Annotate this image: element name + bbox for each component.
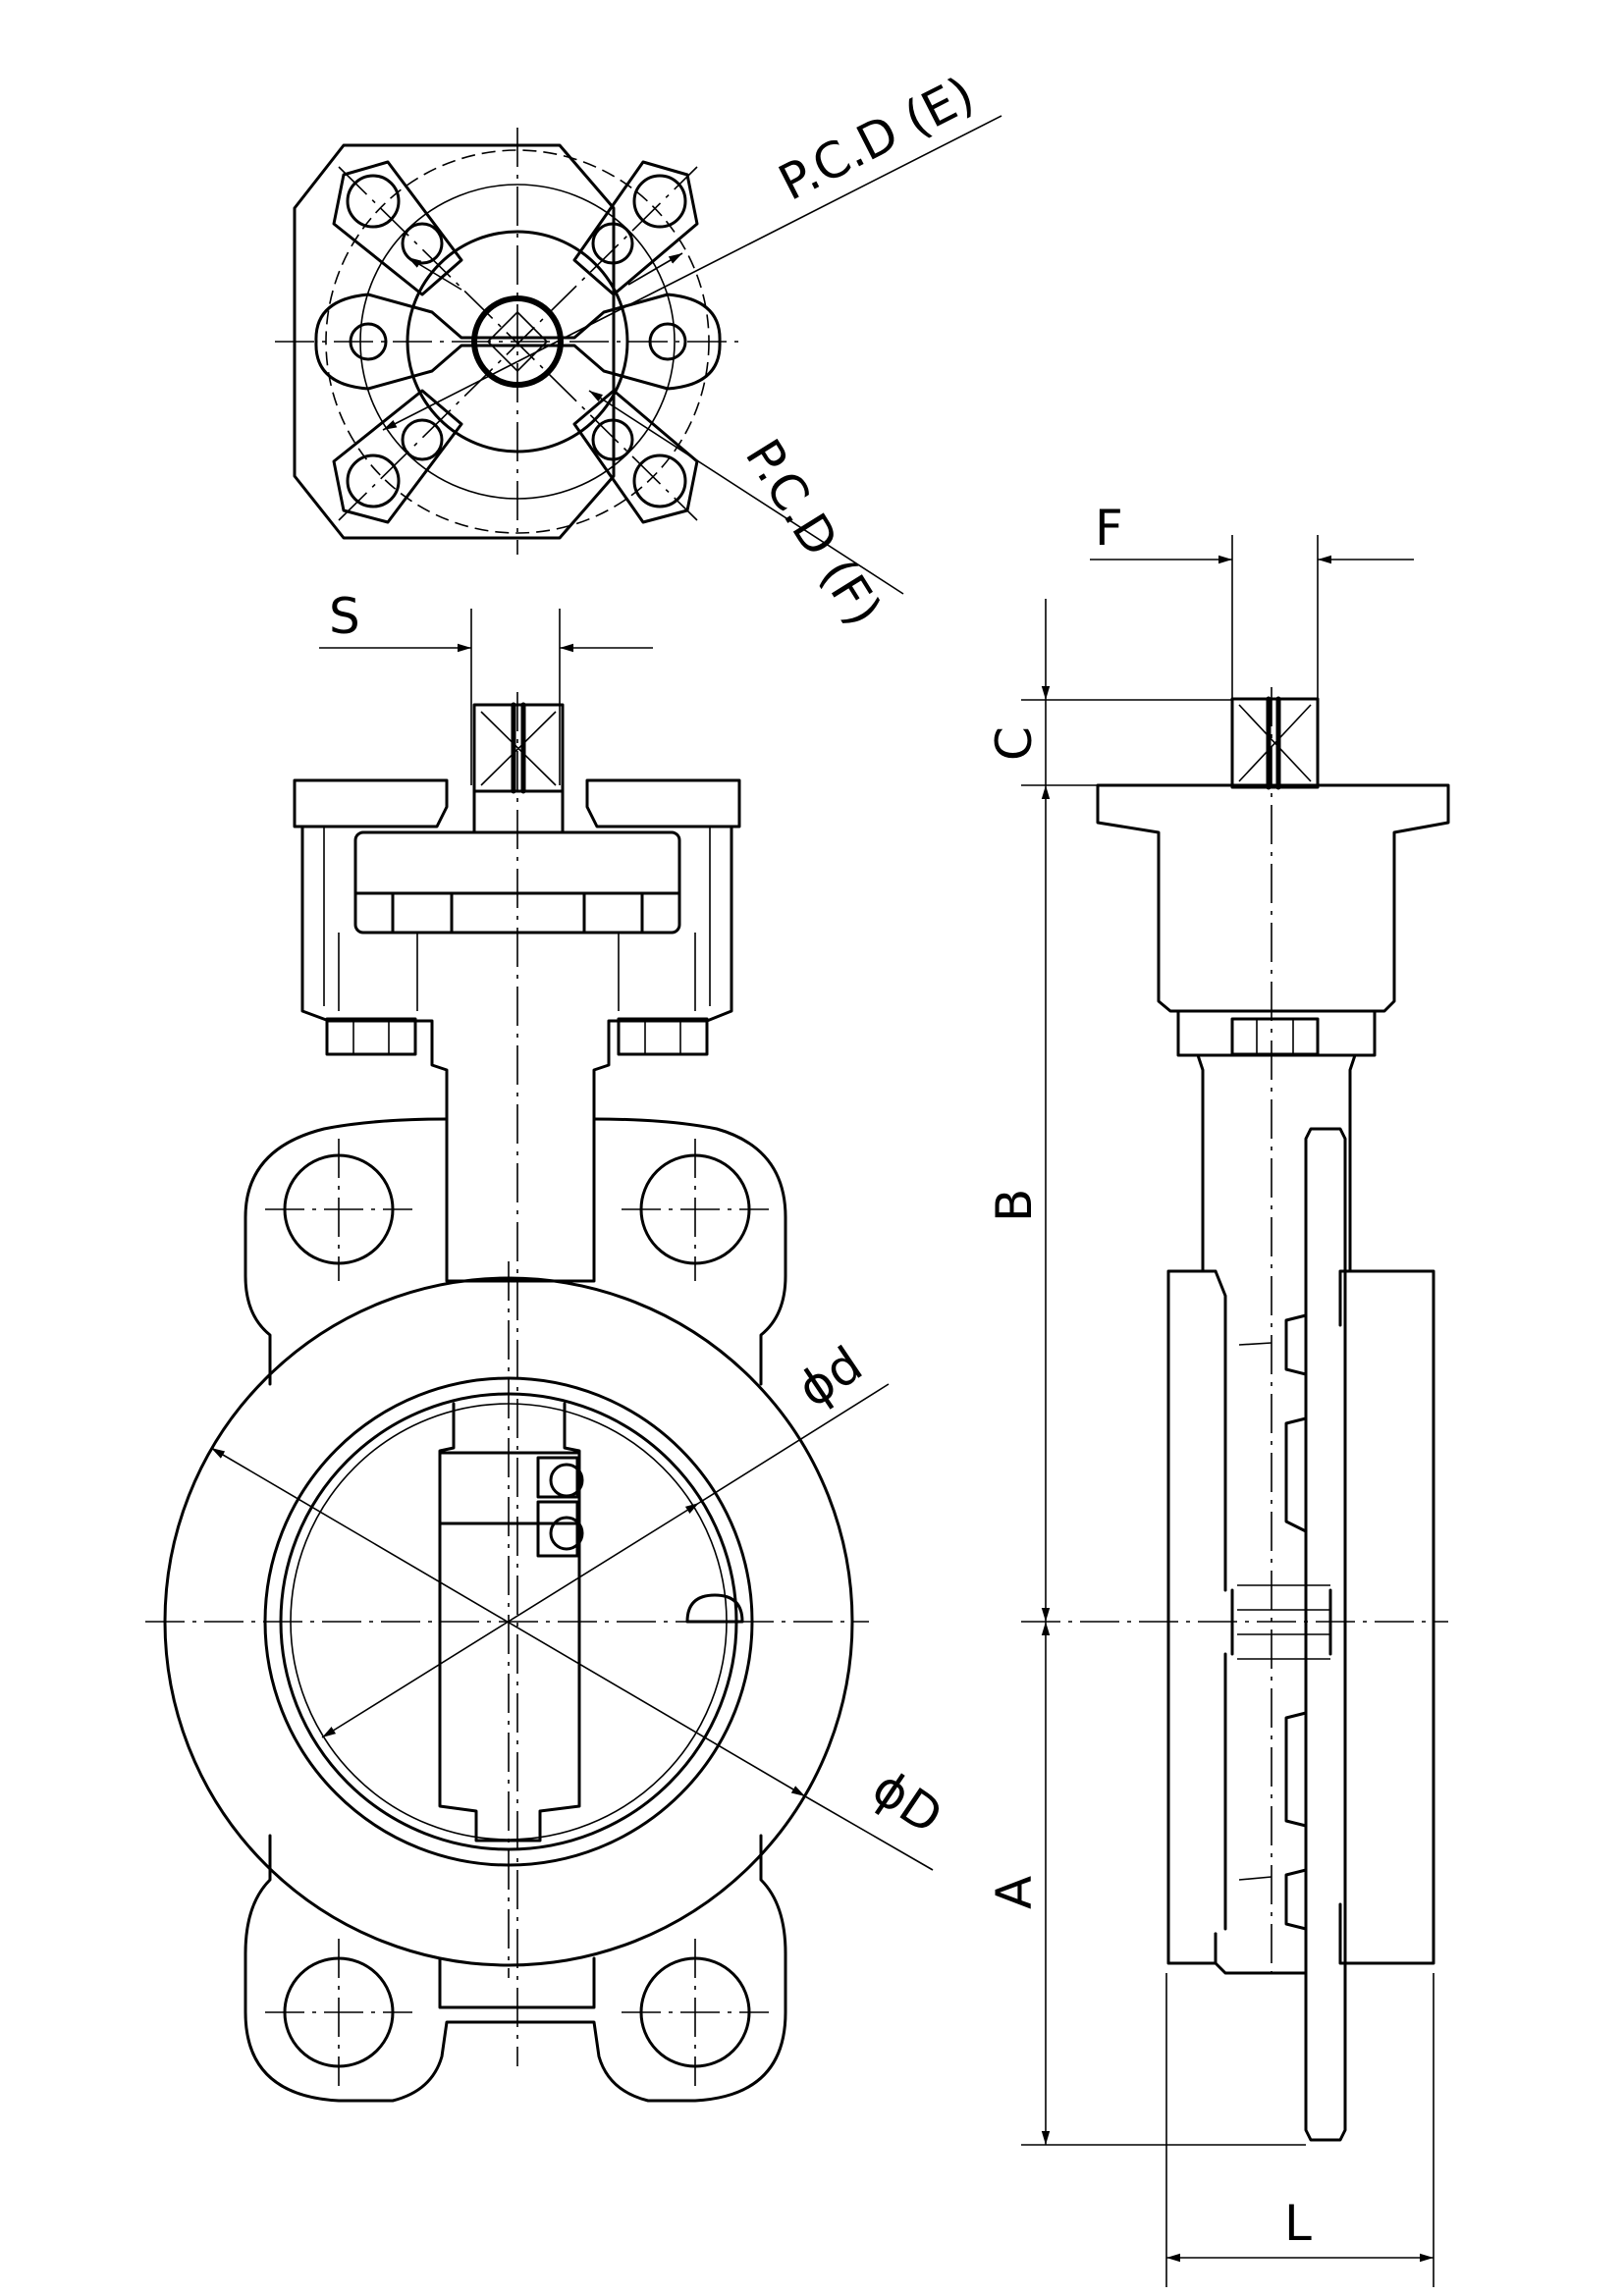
- bonnet-body: [300, 825, 733, 1283]
- center-line: [338, 166, 698, 521]
- side-body-left: [1166, 1269, 1227, 1965]
- lug-upper-right: [572, 160, 699, 296]
- seat-notch: [685, 1593, 744, 1624]
- hex-nut: [617, 1017, 709, 1056]
- disc-boss: [438, 1451, 581, 1525]
- dimension-phi-D: [210, 1447, 806, 1797]
- dimension-a-label: A: [986, 1876, 1043, 1909]
- body-lug-upper: [244, 1117, 787, 1386]
- side-top-flange: [1096, 783, 1450, 1013]
- side-seat-strip: [1304, 1127, 1347, 2142]
- dimension-phi-D-label: ϕD: [862, 1759, 952, 1845]
- hex-nut: [1230, 1017, 1320, 1056]
- handle-plate: [314, 293, 722, 391]
- dimension-s-label: S: [329, 588, 360, 645]
- dimension-phi-d: [698, 1383, 890, 1504]
- pcd-e-leader: [627, 252, 683, 286]
- dimension-phi-d: [321, 1502, 700, 1738]
- bolt-hole-icon: [591, 222, 634, 265]
- stem-square: [472, 703, 565, 793]
- dimension-phi-D: [804, 1795, 934, 1871]
- bolt-hole-icon: [346, 174, 401, 229]
- pcd-e-leader: [406, 256, 462, 291]
- bolt-hole-icon: [632, 454, 687, 508]
- front-view: S: [145, 588, 952, 2103]
- bolt-hole-icon: [591, 418, 634, 461]
- bolt-hole-icon: [632, 174, 687, 229]
- pcd-f-leader: [588, 390, 904, 595]
- pcd-f-label: P.C.D (F): [734, 430, 893, 636]
- top-flange-outline: [293, 143, 616, 540]
- pcd-e-label: P.C.D (E): [770, 66, 983, 212]
- bolt-hole-icon: [346, 454, 401, 508]
- hex-nut: [325, 1017, 417, 1056]
- dimension-c-label: C: [986, 726, 1043, 761]
- dimension-b-label: B: [986, 1189, 1043, 1222]
- lug-lower-right: [572, 389, 699, 524]
- bolt-hole-icon: [401, 222, 444, 265]
- top-view: P.C.D (E) P.C.D (F): [275, 66, 1002, 636]
- bolt-hole-icon: [401, 418, 444, 461]
- side-stem-square: [1230, 697, 1320, 789]
- side-body-right: [1338, 1269, 1435, 1965]
- dimension-l-label: L: [1284, 2195, 1312, 2252]
- dimension-f-label: F: [1095, 500, 1123, 557]
- dimension-phi-d-label: ϕd: [787, 1336, 872, 1418]
- top-mounting-flange: [293, 778, 449, 828]
- pcd-e-leader: [382, 115, 1002, 431]
- side-neck: [1196, 1053, 1357, 1273]
- lug-lower-left: [332, 389, 463, 524]
- side-view: F C: [986, 500, 1450, 2287]
- body-lug-lower: [244, 1834, 787, 2103]
